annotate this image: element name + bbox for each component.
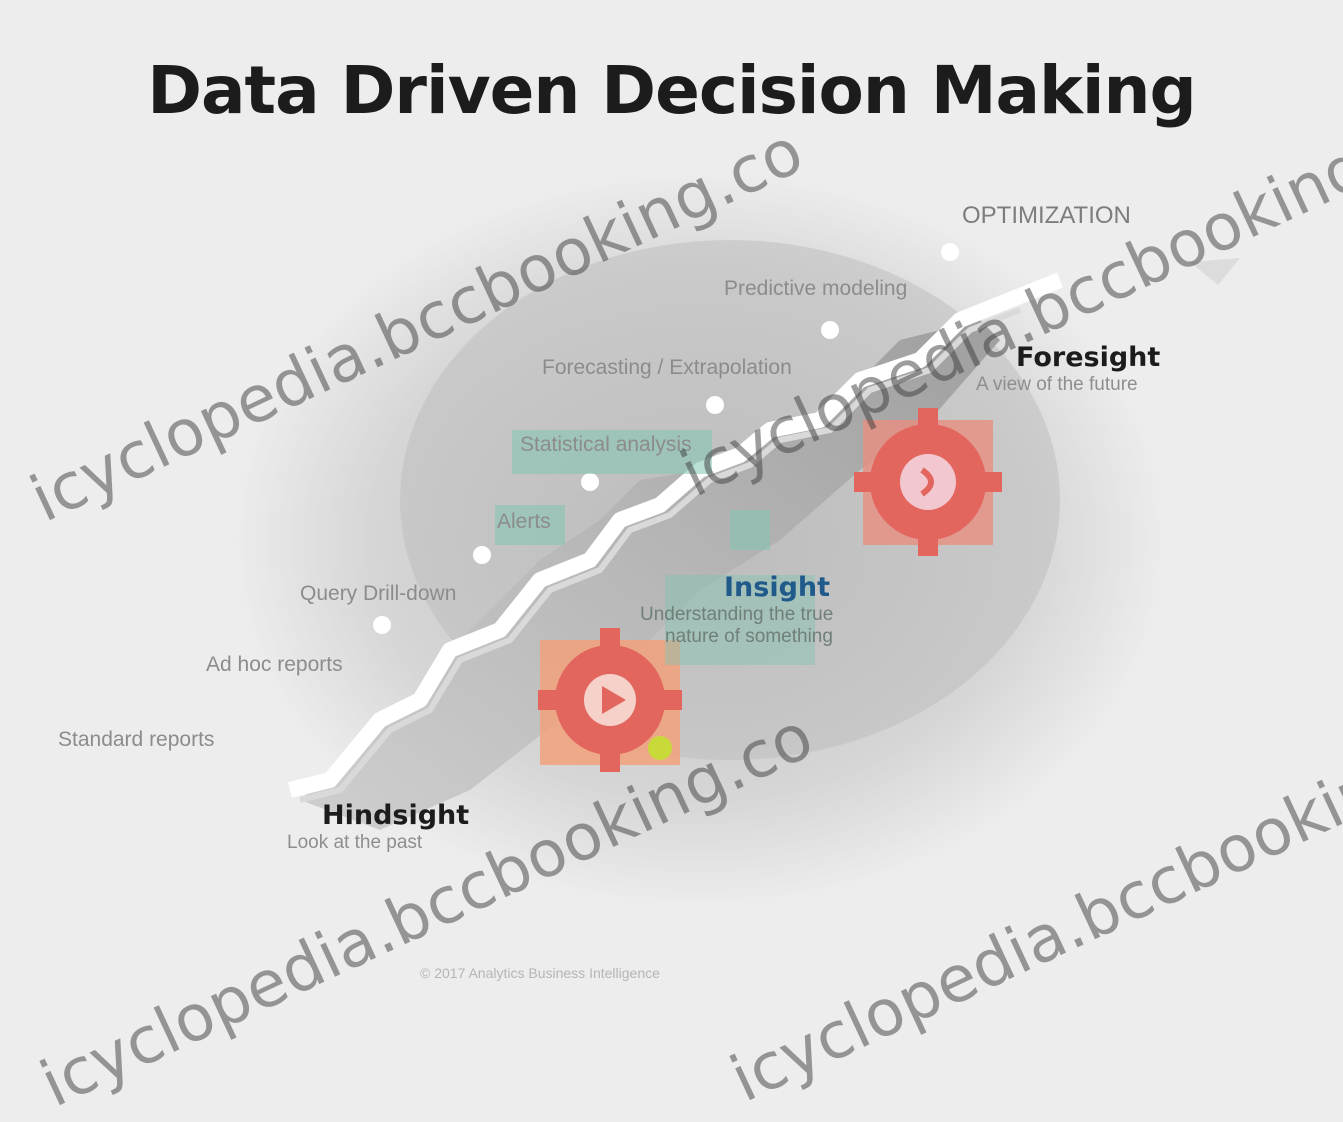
step-markers [373, 243, 959, 634]
stage-subtitle-hindsight: Look at the past [287, 832, 423, 853]
optimization-arrow-icon [1190, 258, 1240, 285]
stage-title-foresight: Foresight [1016, 342, 1161, 373]
teal-highlight [495, 505, 565, 545]
stage-subtitle-foresight: A view of the future [976, 374, 1138, 395]
footer-credit: © 2017 Analytics Business Intelligence [420, 965, 660, 981]
step-dot [941, 243, 959, 261]
step-label-optimization: OPTIMIZATION [962, 202, 1131, 229]
step-label-forecasting: Forecasting / Extrapolation [542, 356, 792, 379]
teal-highlight [512, 430, 712, 474]
stage-title-insight: Insight [724, 572, 831, 603]
step-dot [581, 473, 599, 491]
staircase-shadow [300, 320, 1000, 830]
step-dot [373, 616, 391, 634]
gear-icon [854, 408, 1002, 556]
step-label-query-drill-down: Query Drill-down [300, 582, 457, 605]
step-dot [821, 321, 839, 339]
step-label-alerts: Alerts [497, 510, 551, 533]
step-label-predictive-modeling: Predictive modeling [724, 277, 908, 300]
step-label-ad-hoc-reports: Ad hoc reports [206, 653, 343, 676]
stage-title-hindsight: Hindsight [322, 800, 470, 831]
step-label-statistical-analysis: Statistical analysis [520, 433, 692, 456]
gear-icon [538, 628, 682, 772]
staircase-edge [299, 307, 1022, 803]
diagram-graphic [230, 170, 1240, 910]
teal-highlight [730, 510, 770, 550]
stage-subtitle-insight-line2: nature of something [665, 626, 833, 647]
stage-subtitle-insight-line1: Understanding the true [640, 604, 834, 625]
teal-highlight [665, 575, 815, 665]
step-dot [473, 546, 491, 564]
step-dot [706, 396, 724, 414]
page-title: Data Driven Decision Making [147, 52, 1197, 129]
staircase-path [288, 272, 1063, 798]
step-label-standard-reports: Standard reports [58, 728, 215, 751]
